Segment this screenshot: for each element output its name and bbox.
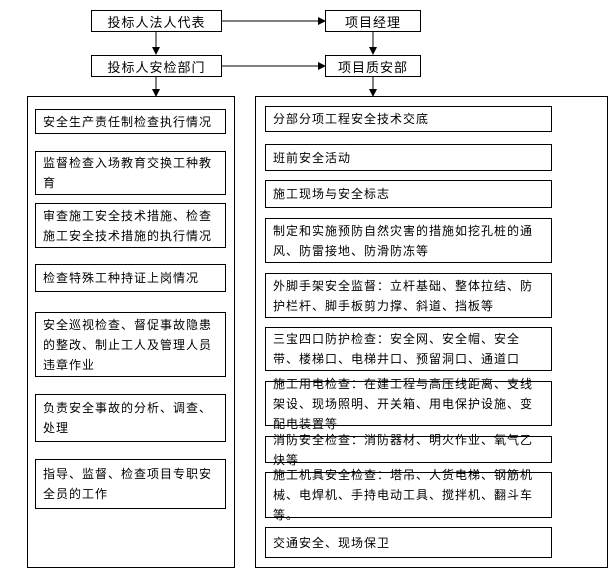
legal-representative-box: 投标人法人代表 [91,10,222,32]
project-manager-box: 项目经理 [325,10,421,32]
left-item: 安全巡视检查、督促事故隐患的整改、制止工人及管理人员违章作业 [35,312,226,377]
left-item: 监督检查入场教育交换工种教育 [35,151,226,195]
legal-representative-label: 投标人法人代表 [107,15,206,31]
right-item: 施工现场与安全标志 [265,180,552,208]
right-item: 消防安全检查：消防器材、明火作业、氧气乙炔等 [265,433,552,467]
left-item: 安全生产责任制检查执行情况 [35,109,226,134]
right-item: 制定和实施预防自然灾害的措施如挖孔桩的通风、防雷接地、防滑防冻等 [265,218,552,263]
right-item: 施工机具安全检查：塔吊、人货电梯、钢筋机械、电焊机、手持电动工具、搅拌机、翻斗车… [265,468,552,522]
left-item: 审查施工安全技术措施、检查施工安全技术措施的执行情况 [35,203,226,248]
left-item: 检查特殊工种持证上岗情况 [35,264,226,292]
project-manager-label: 项目经理 [344,15,401,31]
right-item: 三宝四口防护检查：安全网、安全帽、安全带、楼梯口、电梯井口、预留洞口、通道口 [265,327,552,371]
left-item: 负责安全事故的分析、调查、处理 [35,394,226,442]
right-item: 外脚手架安全监督：立杆基础、整体拉结、防护栏杆、脚手板剪力撑、斜道、挡板等 [265,273,552,318]
right-item: 交通安全、现场保卫 [265,527,552,558]
quality-safety-dept-label: 项目质安部 [337,60,408,76]
left-item: 指导、监督、检查项目专职安全员的工作 [35,459,226,509]
right-item: 施工用电检查：在建工程与高压线距离、支线架设、现场照明、开关箱、用电保护设施、变… [265,377,552,431]
quality-safety-dept-box: 项目质安部 [325,55,421,77]
right-item: 分部分项工程安全技术交底 [265,106,552,132]
safety-inspection-dept-label: 投标人安检部门 [107,60,206,76]
right-item: 班前安全活动 [265,144,552,171]
safety-inspection-dept-box: 投标人安检部门 [91,55,222,77]
